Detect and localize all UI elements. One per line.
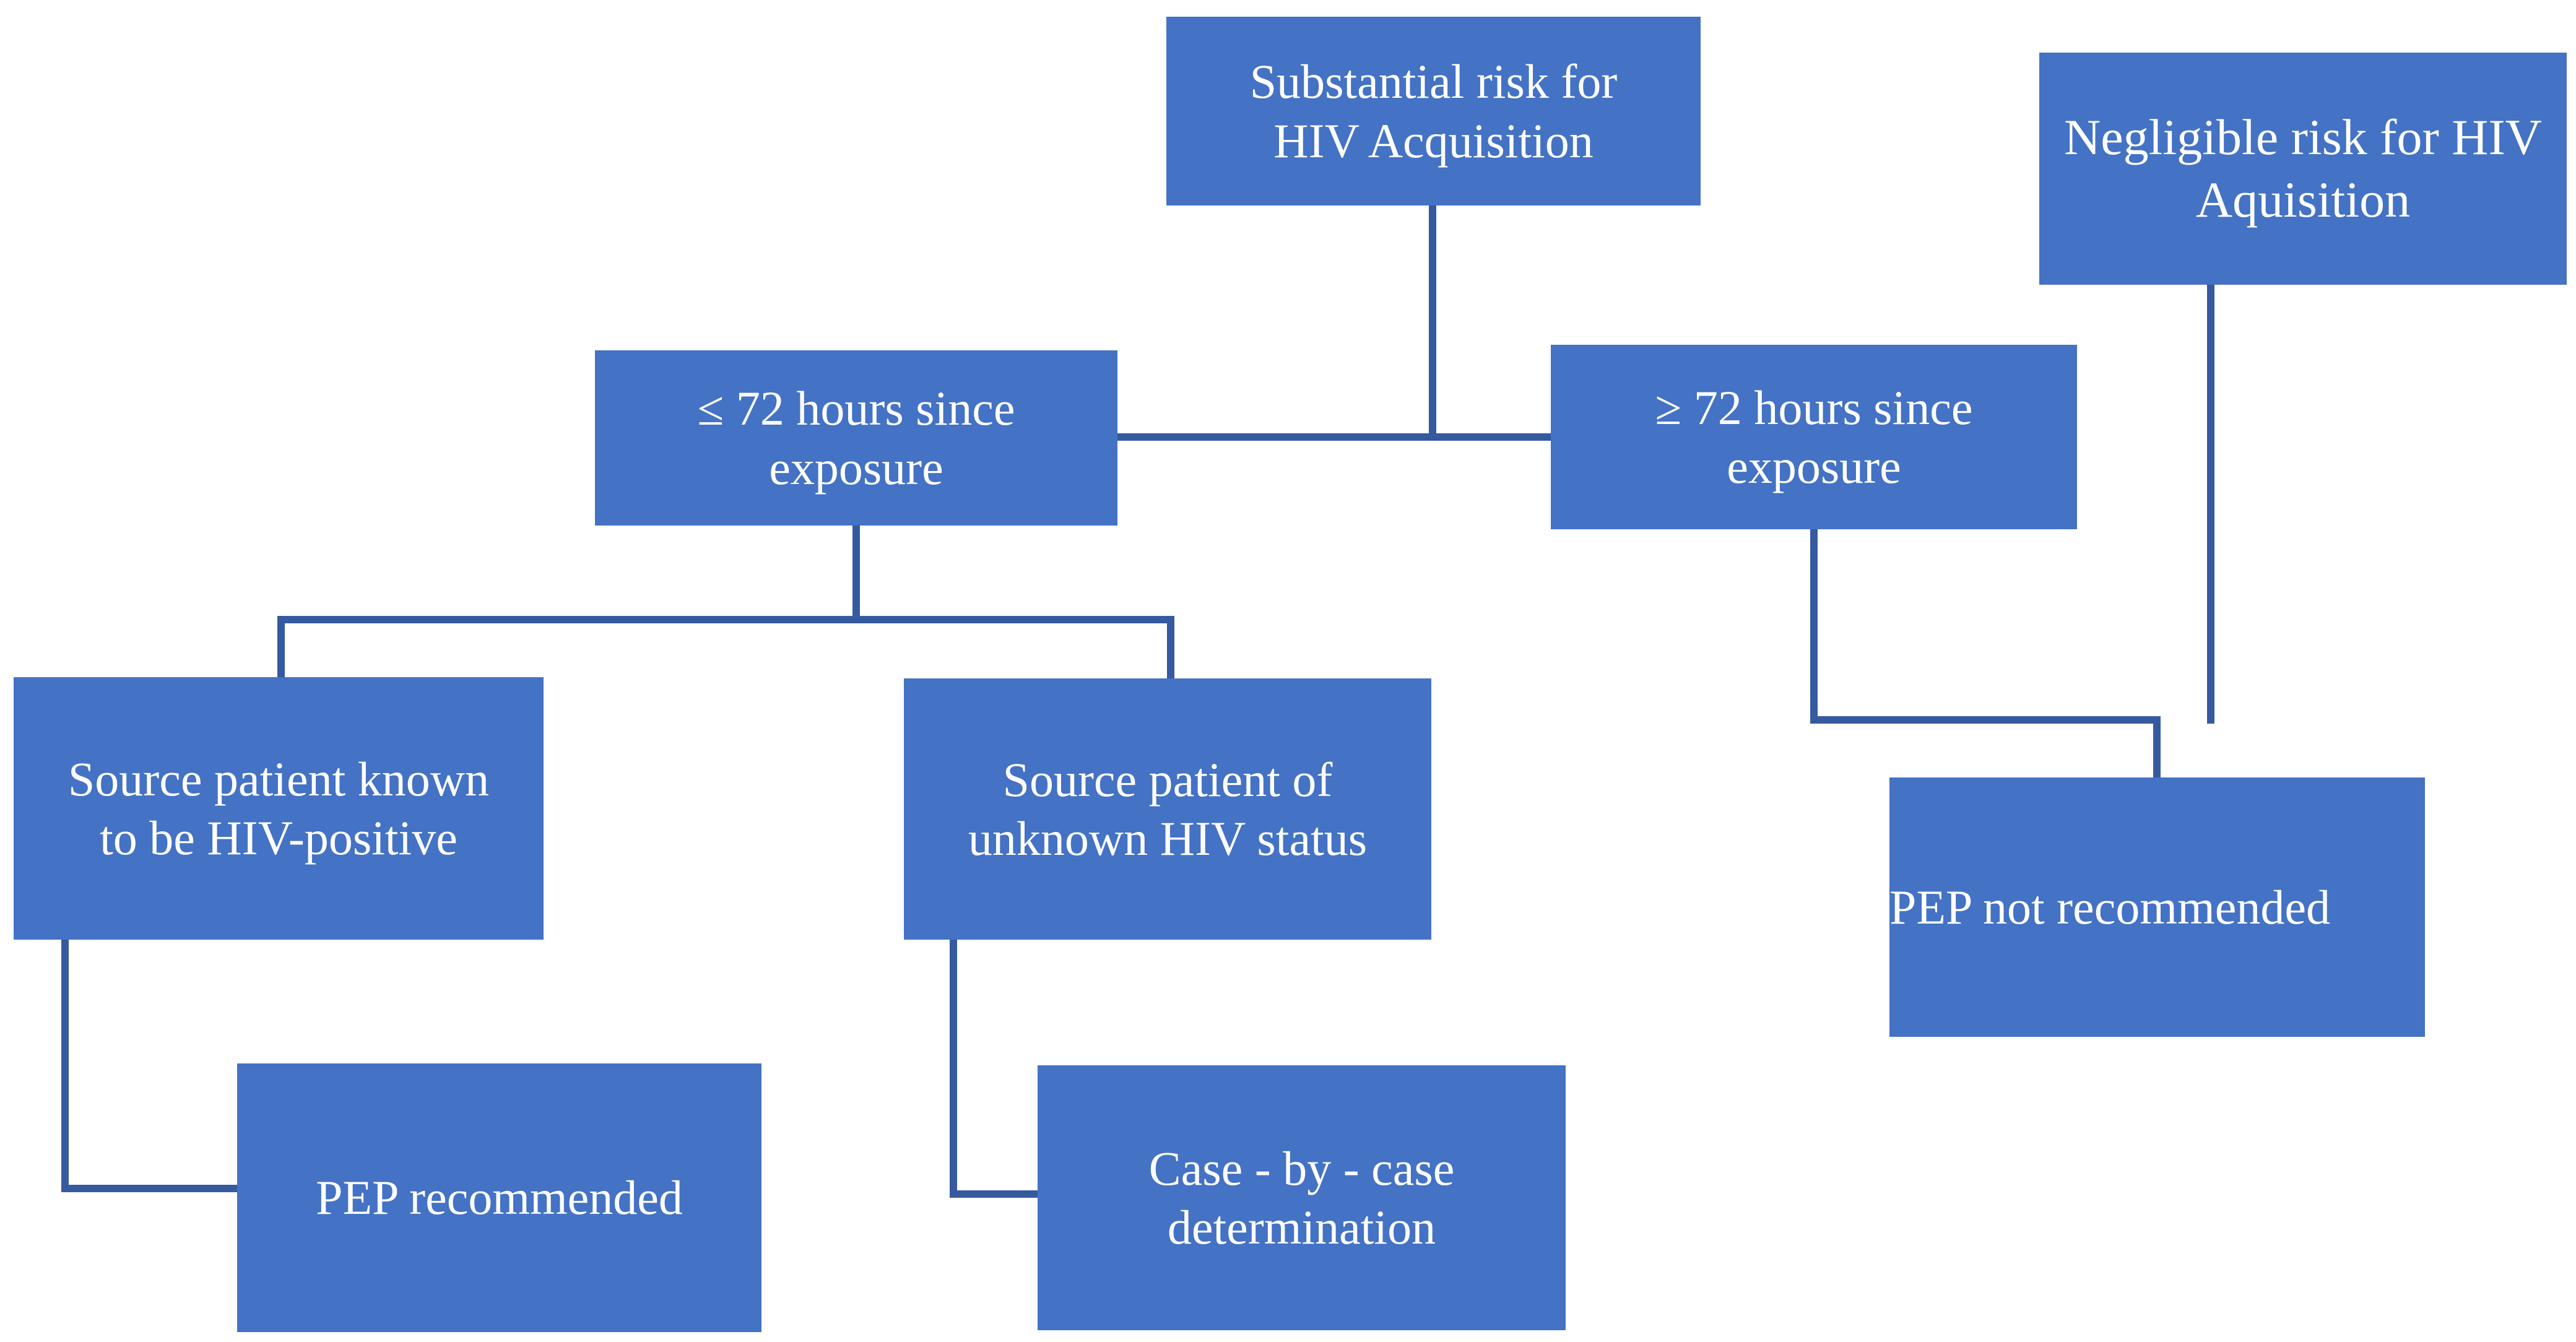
connector-negligible-down [2207,285,2214,724]
node-beyond-72-hours: ≥ 72 hours since exposure [1551,345,2077,529]
connector-drop-to-known [277,616,285,677]
connector-le72-ge72-horizontal [1103,433,1557,441]
node-source-unknown-status: Source patient of unknown HIV status [904,678,1431,940]
node-case-by-case-label: Case - by - case determination [1148,1141,1455,1254]
connector-known-down [61,940,69,1192]
node-within-72-hours-label: ≤ 72 hours since exposure [697,381,1015,495]
node-pep-not-recommended-label: PEP not recommended [1889,880,2330,934]
node-pep-recommended-label: PEP recommended [316,1171,683,1225]
node-within-72-hours: ≤ 72 hours since exposure [595,350,1117,526]
connector-source-distributor [277,616,1174,623]
node-source-known-hiv-positive-label: Source patient known to be HIV-positive [67,751,490,865]
node-pep-recommended: PEP recommended [237,1063,761,1332]
connector-drop-to-unknown [1167,616,1174,678]
node-negligible-risk: Negligible risk for HIV Aquisition [2039,53,2567,285]
connector-ge72-down [1810,529,1818,724]
connector-into-pep-recommended [61,1185,237,1192]
connector-into-case-by-case [950,1190,1038,1198]
node-source-known-hiv-positive: Source patient known to be HIV-positive [14,677,544,940]
connector-substantial-down [1429,206,1436,437]
node-negligible-risk-label: Negligible risk for HIV Aquisition [2064,109,2542,228]
node-source-unknown-status-label: Source patient of unknown HIV status [968,752,1368,865]
node-pep-not-recommended: PEP not recommended [1889,777,2425,1037]
node-beyond-72-hours-label: ≥ 72 hours since exposure [1655,380,1973,493]
connector-to-pep-not-horizontal [1810,716,2161,724]
connector-unknown-down [950,940,957,1198]
connector-into-pep-not [2153,716,2161,777]
connector-le72-down [852,526,860,623]
node-case-by-case: Case - by - case determination [1038,1065,1566,1330]
node-substantial-risk: Substantial risk for HIV Acquisition [1166,17,1701,206]
node-substantial-risk-label: Substantial risk for HIV Acquisition [1249,54,1618,168]
